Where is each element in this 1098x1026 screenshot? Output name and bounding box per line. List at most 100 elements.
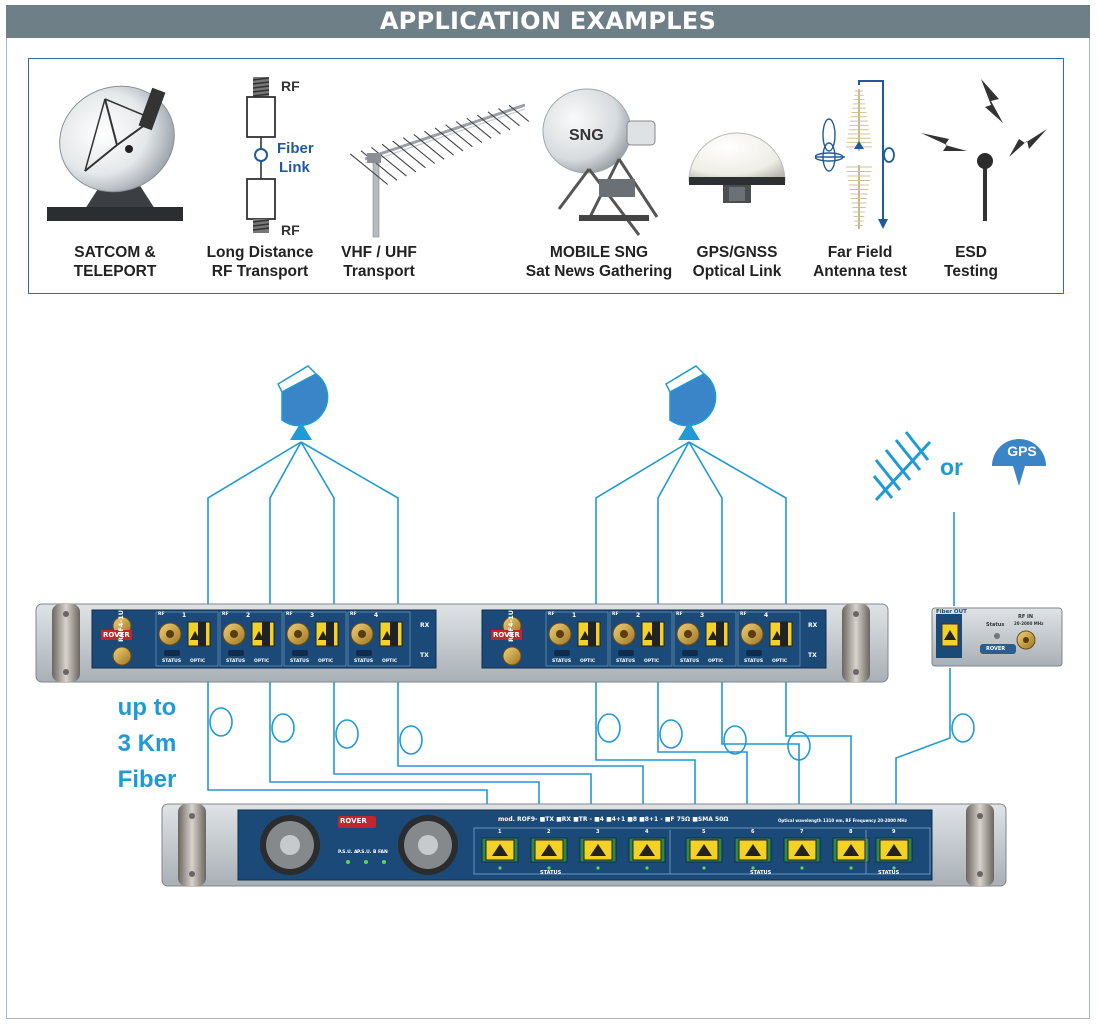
rack-top-rx-left: RX	[420, 622, 430, 629]
rack-top-channel-number: 1	[572, 612, 577, 619]
antenna-test-icon	[815, 80, 895, 229]
rack-bottom-channel-number: 9	[892, 829, 896, 835]
fan-right-icon	[398, 815, 458, 875]
rof9-rack-unit	[161, 803, 1007, 887]
small-unit-status: Status	[986, 622, 1005, 628]
rack-bottom-channel-number: 6	[751, 829, 755, 835]
rack-bottom-channel-number: 1	[498, 829, 502, 835]
rack-top-status-label: STATUS	[616, 659, 636, 664]
app-far-field: Far Field Antenna test	[813, 59, 907, 295]
rof-transmitter-small-unit	[931, 607, 1063, 667]
rack-top-status-label: STATUS	[744, 659, 764, 664]
app-caption-far-field: Far Field Antenna test	[813, 244, 907, 280]
rack-bottom-status-label: STATUS	[750, 870, 772, 876]
fiber-links	[207, 668, 975, 806]
rack-top-rf-label: RF	[350, 612, 357, 617]
rack-bottom-status-label: STATUS	[540, 870, 562, 876]
rof4-rack-unit	[35, 603, 889, 683]
rack-top-rx-right: RX	[808, 622, 818, 629]
fiber-distance-note: up to 3 Km Fiber	[117, 694, 177, 793]
app-esd: ESD Testing	[919, 59, 1053, 295]
fiber-link-icon	[246, 77, 276, 233]
rack-bottom-channel-number: 7	[800, 829, 804, 835]
rack-top-status-label: STATUS	[162, 659, 182, 664]
sng-dish-icon	[542, 88, 659, 236]
app-caption-satcom: SATCOM & TELEPORT	[73, 244, 157, 280]
yagi-antenna-blue-icon	[872, 431, 932, 502]
rack-bottom-channel-number: 8	[849, 829, 853, 835]
rack-bottom-brand: ROVER	[340, 817, 367, 825]
rf-label-bottom: RF	[281, 222, 300, 238]
rack-top-status-label: STATUS	[354, 659, 374, 664]
app-long-distance: RF Fiber Link RF Long Distance RF Transp…	[207, 59, 314, 295]
rack-bottom-spec-line: Optical wavelength 1310 nm, RF Frequency…	[778, 818, 907, 823]
rack-bottom-channel-number: 5	[702, 829, 706, 835]
small-unit-fiber-out: Fiber OUT	[936, 609, 967, 615]
rack-bottom-status-label: STATUS	[878, 870, 900, 876]
rack-top-tx-right: TX	[808, 652, 817, 659]
rack-top-channel-number: 2	[636, 612, 641, 619]
rack-top-optic-label: OPTIC	[318, 659, 334, 664]
rack-top-optic-label: OPTIC	[708, 659, 724, 664]
page-title: APPLICATION EXAMPLES	[6, 5, 1090, 38]
app-mobile-sng: SNG MOBILE SNG Sat News Gathering	[526, 59, 672, 295]
rack-top-channel-number: 1	[182, 612, 187, 619]
rack-top-brand-right: ROVER	[491, 630, 522, 640]
rack-top-status-label: STATUS	[226, 659, 246, 664]
rack-bottom-channel-number: 4	[645, 829, 649, 835]
rack-top-rf-label: RF	[548, 612, 555, 617]
rack-top-channel-number: 3	[310, 612, 315, 619]
app-caption-mobile-sng: MOBILE SNG Sat News Gathering	[525, 244, 673, 280]
rack-top-rf-label: RF	[158, 612, 165, 617]
psu-a-label: P.S.U. A	[338, 850, 358, 855]
rack-top-channel-number: 3	[700, 612, 705, 619]
yagi-antenna-icon	[349, 103, 529, 238]
small-unit-freq: 20-2000 MHz	[1014, 621, 1044, 626]
app-gps-gnss: GPS/GNSS Optical Link	[685, 59, 789, 295]
small-unit-brand: ROVER	[986, 646, 1006, 652]
rf-feed-lines	[207, 441, 955, 606]
rack-top-status-label: STATUS	[552, 659, 572, 664]
gps-label: GPS	[1007, 443, 1037, 459]
rack-top-optic-label: OPTIC	[580, 659, 596, 664]
fan-label: FAN	[378, 850, 388, 855]
small-unit-rf-in: RF IN	[1018, 614, 1034, 620]
rack-top-channel-number: 4	[374, 612, 379, 619]
app-caption-vhf-uhf: VHF / UHF Transport	[341, 244, 417, 280]
satellite-dish-icon	[47, 85, 183, 221]
rack-top-channel-number: 4	[764, 612, 769, 619]
rack-top-channel-number: 2	[246, 612, 251, 619]
application-examples-panel: SATCOM & TELEPORT	[28, 58, 1064, 294]
dish-antenna-right-icon	[665, 365, 717, 440]
fan-left-icon	[260, 815, 320, 875]
rack-top-status-label: STATUS	[290, 659, 310, 664]
dish-antenna-left-icon	[277, 365, 329, 440]
rack-top-rf-label: RF	[286, 612, 293, 617]
lightning-icon	[921, 79, 1047, 221]
rack-top-optic-label: OPTIC	[382, 659, 398, 664]
app-satcom: SATCOM & TELEPORT	[45, 59, 185, 295]
rack-top-brand-left: ROVER	[101, 630, 132, 640]
rack-top-tx-left: TX	[420, 652, 429, 659]
rack-top-model-left: ROF4-1U	[117, 610, 125, 642]
rack-top-optic-label: OPTIC	[190, 659, 206, 664]
rack-top-optic-label: OPTIC	[644, 659, 660, 664]
app-vhf-uhf: VHF / UHF Transport	[329, 59, 529, 295]
app-caption-gps-gnss: GPS/GNSS Optical Link	[692, 244, 782, 280]
or-label: or	[940, 454, 963, 480]
rack-top-optic-label: OPTIC	[254, 659, 270, 664]
gps-antenna-blue-icon	[992, 439, 1046, 486]
sng-label: SNG	[569, 127, 604, 144]
rack-top-rf-label: RF	[222, 612, 229, 617]
rack-bottom-channel-number: 3	[596, 829, 600, 835]
rf-label-top: RF	[281, 78, 300, 94]
rack-bottom-model-line: mod. ROF9- ■TX ■RX ■TR - ■4 ■4+1 ■8 ■8+1…	[498, 816, 729, 823]
rack-top-optic-label: OPTIC	[772, 659, 788, 664]
fiber-link-label: Fiber Link	[277, 140, 314, 176]
rack-top-model-right: ROF4-1U	[507, 610, 515, 642]
rack-bottom-channel-number: 2	[547, 829, 551, 835]
rack-top-status-label: STATUS	[680, 659, 700, 664]
app-caption-long-distance: Long Distance RF Transport	[206, 244, 314, 280]
